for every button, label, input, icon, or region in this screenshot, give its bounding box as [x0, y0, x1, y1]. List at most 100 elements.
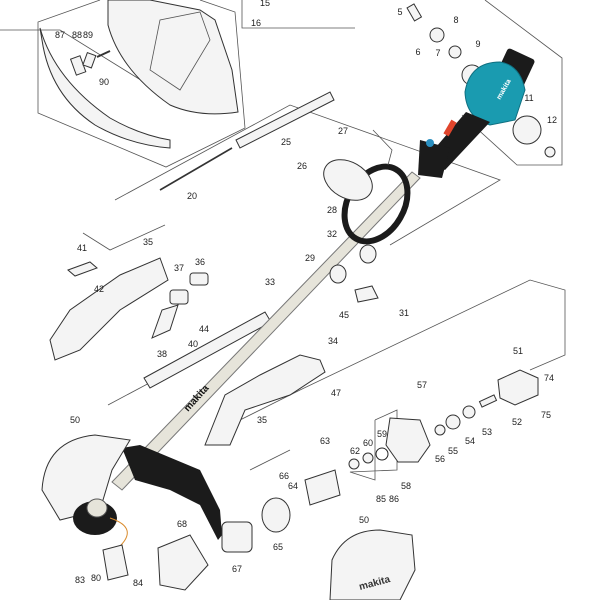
part-label-55: 55 [447, 446, 459, 456]
part-label-35: 35 [142, 237, 154, 247]
part-58 [385, 417, 431, 463]
part-label-16: 16 [250, 18, 262, 28]
part-label-89: 89 [82, 30, 94, 40]
part-label-27: 27 [337, 126, 349, 136]
part-26 [323, 159, 373, 201]
part-29 [329, 264, 347, 284]
part-label-50: 50 [358, 515, 370, 525]
part-62 [348, 458, 360, 470]
part-label-66: 66 [278, 471, 290, 481]
group-boundary-gear-case [349, 409, 398, 481]
part-label-64: 64 [287, 481, 299, 491]
group-boundary-lower [249, 449, 291, 471]
part-label-63: 63 [319, 436, 331, 446]
part-label-53: 53 [481, 427, 493, 437]
group-boundary-motor-top [241, 0, 355, 29]
part-50-cover-left [41, 434, 131, 521]
part-56 [434, 424, 446, 436]
part-63 [304, 469, 341, 506]
part-label-37: 37 [173, 263, 185, 273]
part-label-7: 7 [435, 48, 441, 58]
part-label-56: 56 [434, 454, 446, 464]
part-label-25: 25 [280, 137, 292, 147]
part-label-12: 12 [546, 115, 558, 125]
part-label-47: 47 [330, 388, 342, 398]
part-label-8: 8 [453, 15, 459, 25]
part-54 [462, 405, 476, 419]
part-25 [235, 91, 335, 149]
part-label-67: 67 [231, 564, 243, 574]
part-label-41: 41 [76, 243, 88, 253]
part-53 [478, 394, 498, 408]
part-label-50: 50 [69, 415, 81, 425]
part-label-42: 42 [93, 284, 105, 294]
main-shaft [111, 171, 421, 491]
part-41 [67, 261, 98, 277]
part-12 [544, 146, 556, 158]
part-label-62: 62 [349, 446, 361, 456]
part-31 [354, 285, 379, 303]
part-label-90: 90 [98, 77, 110, 87]
part-35-rear-grip [204, 354, 326, 446]
part-label-54: 54 [464, 436, 476, 446]
part-label-20: 20 [186, 191, 198, 201]
group-boundary-guard [37, 0, 246, 168]
part-55 [445, 414, 461, 430]
part-label-74: 74 [543, 373, 555, 383]
switch-box [418, 140, 450, 178]
part-38 [151, 304, 179, 339]
part-27 [372, 129, 393, 166]
part-32 [359, 244, 377, 264]
part-59 [375, 447, 389, 461]
part-89 [82, 52, 97, 69]
part-label-28: 28 [326, 205, 338, 215]
part-label-83: 83 [74, 575, 86, 585]
part-label-26: 26 [296, 161, 308, 171]
group-boundary-handle [82, 224, 166, 251]
part-label-86: 86 [388, 494, 400, 504]
part-label-9: 9 [475, 39, 481, 49]
part-label-85: 85 [375, 494, 387, 504]
spool-hub [86, 498, 108, 518]
part-50-cover-right [329, 529, 416, 600]
part-label-35: 35 [256, 415, 268, 425]
part-label-34: 34 [327, 336, 339, 346]
part-20 [159, 147, 233, 191]
part-label-44: 44 [198, 324, 210, 334]
part-label-36: 36 [194, 257, 206, 267]
part-36 [189, 272, 209, 286]
part-35-grip [49, 257, 169, 361]
part-11 [512, 115, 542, 145]
part-label-32: 32 [326, 229, 338, 239]
part-label-75: 75 [540, 410, 552, 420]
part-label-15: 15 [259, 0, 271, 8]
part-5 [406, 3, 423, 22]
part-37 [169, 289, 189, 305]
part-label-84: 84 [132, 578, 144, 588]
part-label-57: 57 [416, 380, 428, 390]
part-label-87: 87 [54, 30, 66, 40]
part-8 [448, 45, 462, 59]
part-67 [221, 521, 253, 553]
part-label-58: 58 [400, 481, 412, 491]
part-80-plate [102, 544, 129, 581]
guard-extension [39, 27, 171, 149]
part-label-65: 65 [272, 542, 284, 552]
part-label-80: 80 [90, 573, 102, 583]
part-60 [362, 452, 374, 464]
cutter-guard [122, 445, 222, 540]
part-label-31: 31 [398, 308, 410, 318]
part-label-88: 88 [71, 30, 83, 40]
part-label-59: 59 [376, 429, 388, 439]
part-68 [157, 534, 209, 591]
part-label-11: 11 [524, 93, 534, 103]
switch-button [426, 139, 434, 147]
part-52 [497, 369, 539, 406]
part-label-68: 68 [176, 519, 188, 529]
part-label-60: 60 [362, 438, 374, 448]
group-boundary-shaft [0, 29, 166, 96]
group-boundary-loop [114, 104, 501, 246]
part-label-5: 5 [397, 7, 403, 17]
guard-inner [149, 11, 211, 91]
